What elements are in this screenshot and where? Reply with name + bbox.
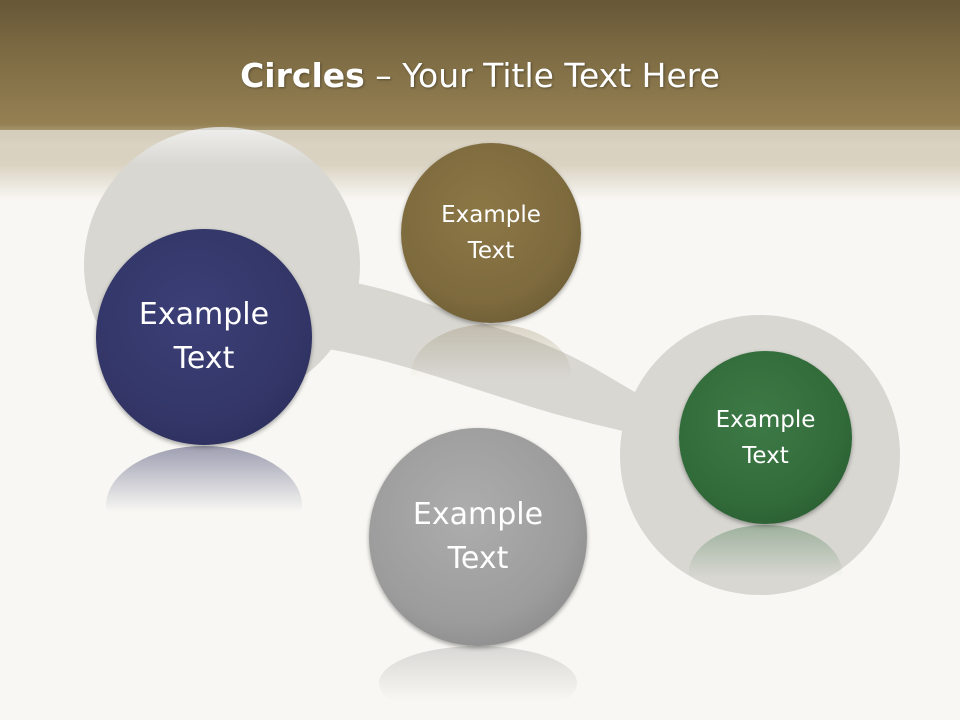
slide-title[interactable]: Circles – Your Title Text Here [0, 54, 960, 98]
gray-circle-line1: Example [412, 497, 544, 532]
olive-circle[interactable]: Example Text [401, 143, 581, 323]
olive-circle-reflection [411, 324, 571, 424]
title-rest: – Your Title Text Here [364, 56, 720, 95]
navy-circle-reflection [106, 446, 302, 566]
olive-circle-line1: Example [441, 202, 541, 228]
backdrop-bar [300, 275, 660, 440]
gray-circle-line2: Text [447, 541, 509, 576]
gray-circle-reflection [379, 646, 577, 720]
navy-circle-line1: Example [138, 297, 270, 332]
green-circle-reflection [689, 525, 842, 620]
green-circle-line2: Text [742, 442, 789, 469]
green-circle-line1: Example [715, 406, 816, 433]
navy-circle-line2: Text [173, 341, 235, 376]
olive-circle-line2: Text [467, 238, 515, 264]
navy-circle[interactable]: Example Text [96, 229, 312, 445]
green-circle[interactable]: Example Text [679, 351, 852, 524]
title-bold: Circles [240, 56, 365, 95]
gray-circle[interactable]: Example Text [369, 428, 587, 646]
